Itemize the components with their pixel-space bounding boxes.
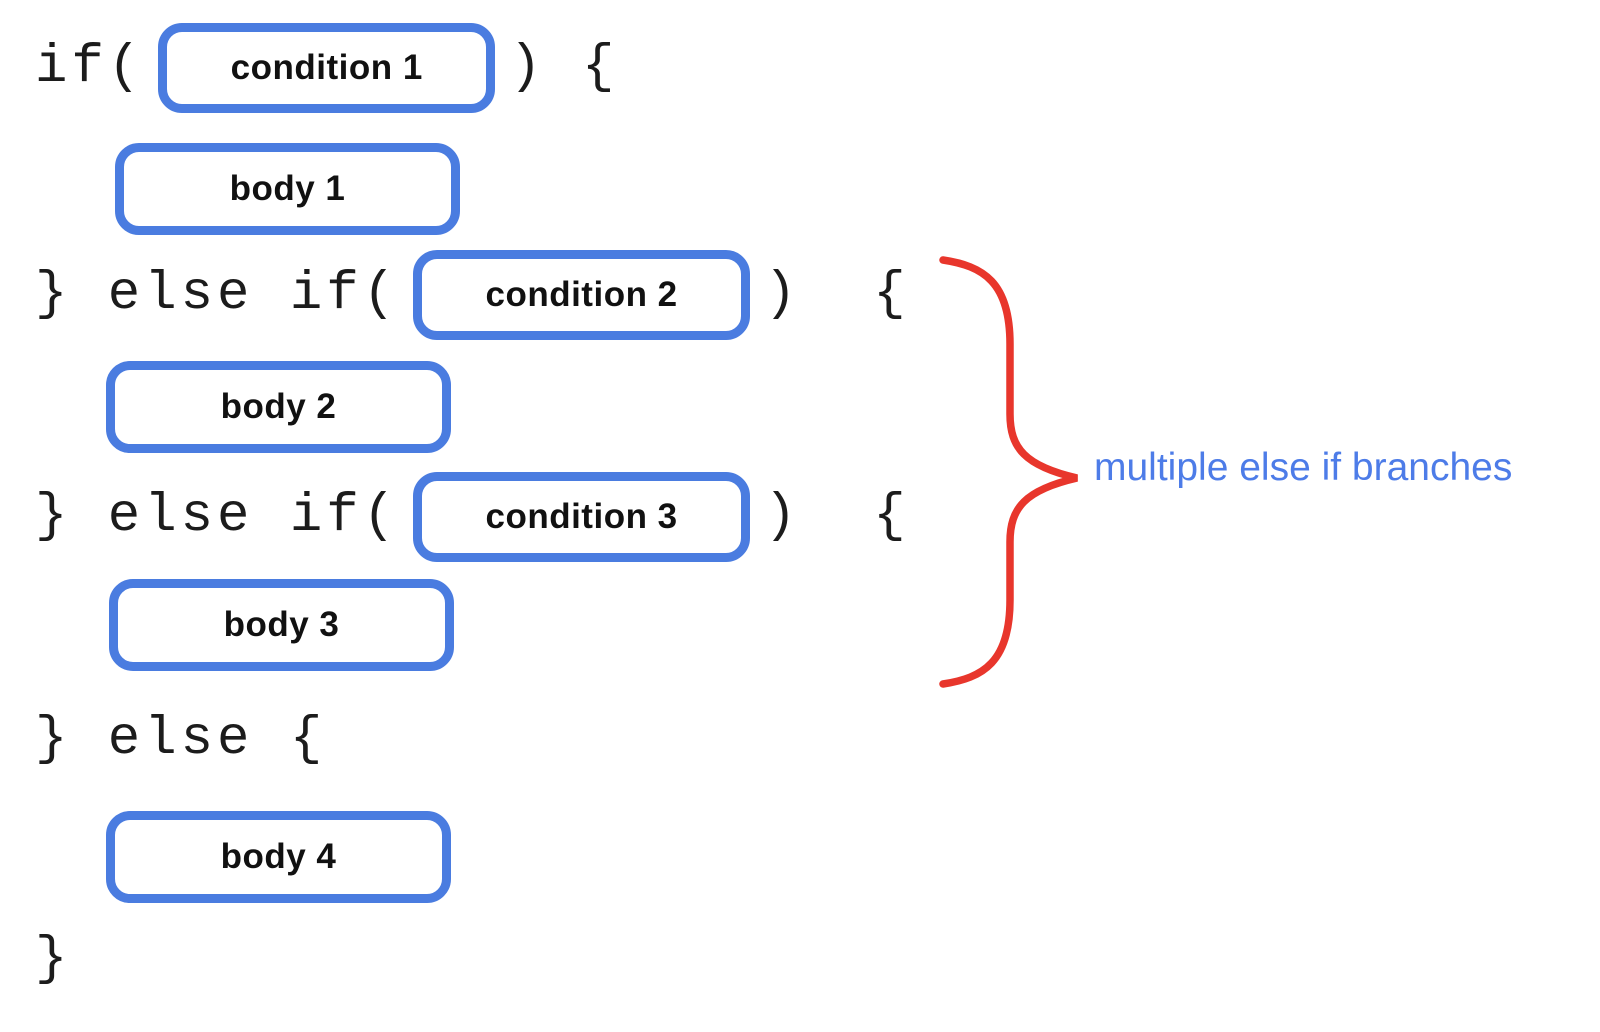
- code-if-close: ) {: [509, 37, 619, 98]
- code-if-open: if(: [35, 37, 145, 98]
- body-2-label: body 2: [220, 387, 337, 426]
- code-line-else-if-1: } else if( condition 2 ) {: [35, 249, 910, 341]
- code-line-if: if( condition 1 ) {: [35, 22, 618, 114]
- annotation-multiple-else-if: multiple else if branches: [1094, 446, 1513, 489]
- body-1-box: body 1: [115, 143, 460, 235]
- condition-1-label: condition 1: [230, 48, 423, 87]
- body-2-box: body 2: [106, 361, 451, 453]
- condition-3-label: condition 3: [485, 497, 678, 536]
- curly-brace-icon: [939, 256, 1078, 688]
- body-3-box: body 3: [109, 579, 454, 671]
- code-else-if-2-close: ) {: [764, 486, 910, 547]
- code-else-if-1-close: ) {: [764, 264, 910, 325]
- condition-3-box: condition 3: [413, 472, 751, 562]
- code-final-close: }: [35, 929, 72, 990]
- code-line-closing-brace: }: [35, 914, 71, 1006]
- condition-2-label: condition 2: [485, 275, 678, 314]
- body-4-label: body 4: [220, 837, 337, 876]
- body-1-label: body 1: [229, 169, 346, 208]
- code-line-else-if-2: } else if( condition 3 ) {: [35, 471, 910, 563]
- code-else: } else {: [35, 709, 327, 770]
- code-else-if-1-open: } else if(: [35, 264, 400, 325]
- condition-2-box: condition 2: [413, 250, 751, 340]
- code-line-else: } else {: [35, 694, 326, 786]
- code-else-if-2-open: } else if(: [35, 486, 400, 547]
- body-3-label: body 3: [223, 605, 340, 644]
- condition-1-box: condition 1: [158, 23, 496, 113]
- body-4-box: body 4: [106, 811, 451, 903]
